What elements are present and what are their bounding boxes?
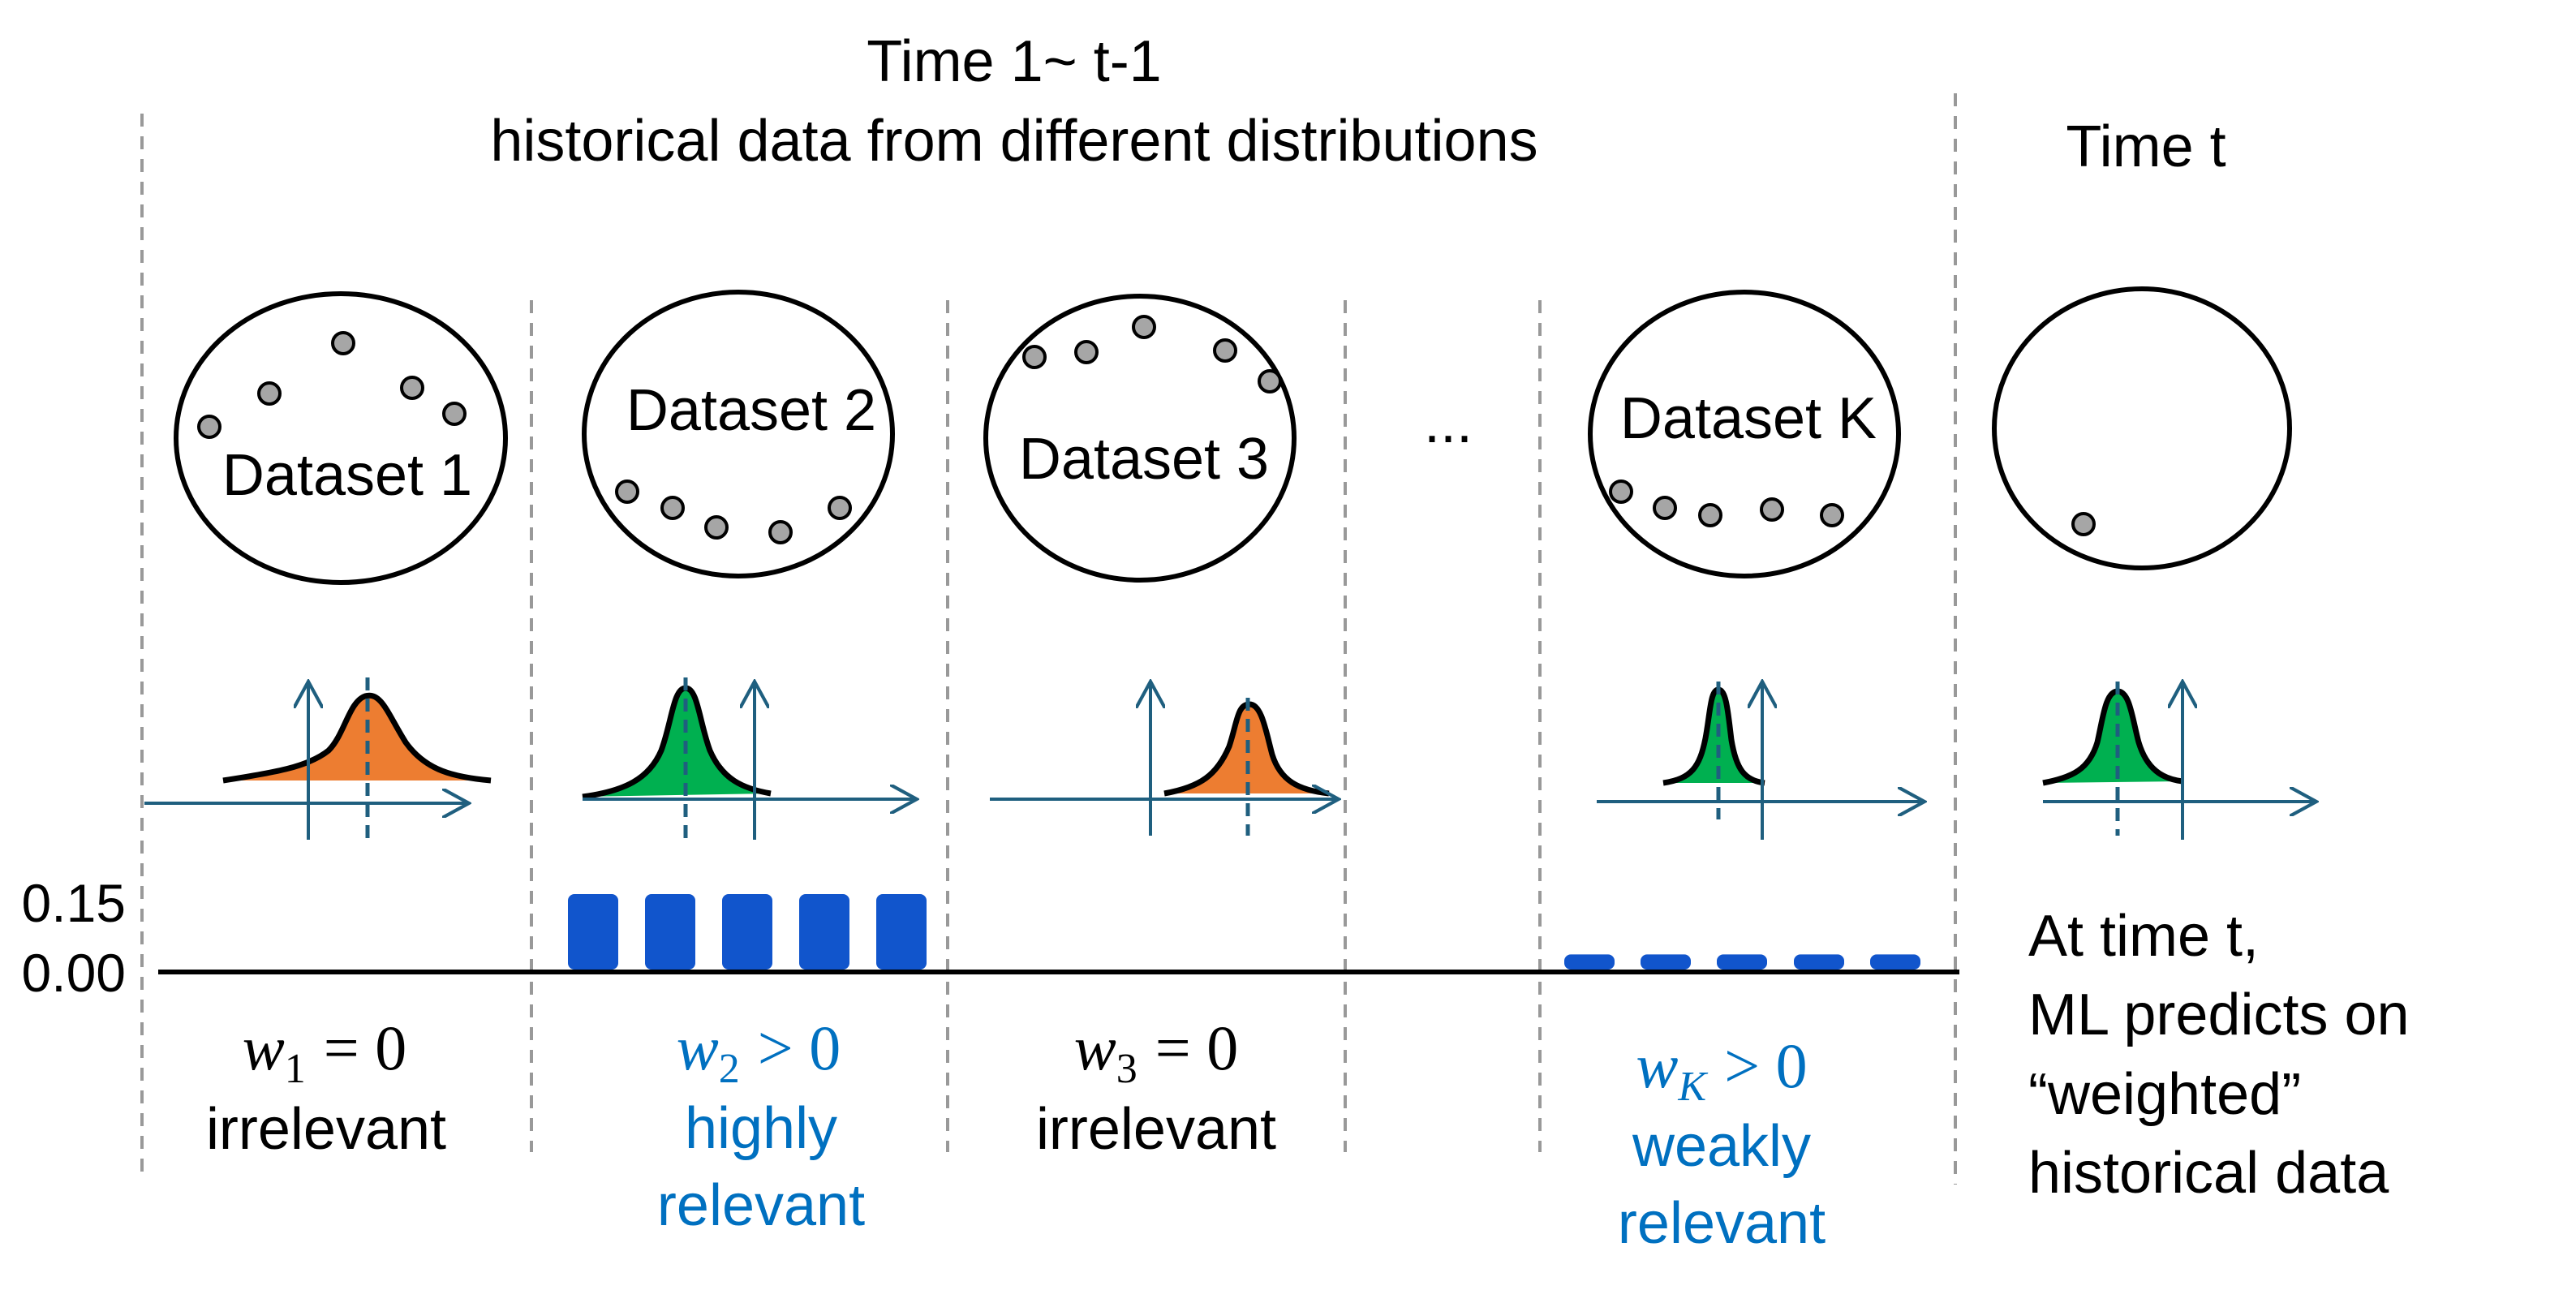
weight-bars [568,894,1920,970]
dataset-3-relevance: irrelevant [1036,1097,1276,1162]
weight-relation: > 0 [758,1013,841,1083]
weight-bar [722,894,772,970]
weight-label-3: w3 = 0 irrelevant [1036,1013,1276,1162]
weight-label-2: w2 > 0 highly relevant [657,1013,865,1238]
point [1609,479,1633,504]
dataset-k-circle [1588,290,1901,578]
dataset-circles [174,286,2292,585]
point [442,402,467,426]
distribution-plot-2 [582,677,917,840]
point [197,415,221,439]
weight-bar-chart: 0.15 0.00 [22,873,1959,1003]
dataset-3-name: Dataset 3 [1019,427,1269,492]
point [660,496,685,520]
distribution-curve-fill [583,688,771,797]
weight-subscript: 1 [285,1046,306,1092]
weight-relation: = 0 [1155,1013,1239,1083]
weight-subscript: K [1677,1064,1708,1110]
point [1820,503,1844,527]
weight-bar [1717,954,1767,970]
weight-bar [568,894,618,970]
weight-symbol: w [243,1013,285,1083]
weight-symbol: w [1636,1030,1678,1101]
dataset-2-relevance-line2: relevant [657,1173,865,1238]
weight-relation: > 0 [1724,1030,1808,1101]
distribution-plot-k [1597,682,1924,840]
point [828,496,852,520]
weight-formula: w3 = 0 [1074,1013,1239,1092]
weight-formula: wK > 0 [1636,1030,1807,1110]
point [1132,315,1156,339]
data-points [197,315,2096,544]
note-line-3: “weighted” [2028,1062,2301,1127]
note-line-1: At time t, [2028,904,2259,969]
point [615,479,639,504]
dataset-1-relevance: irrelevant [206,1097,446,1162]
weight-bar [1870,954,1920,970]
header-time-t: Time t [2066,114,2226,179]
point [1074,340,1099,364]
tick-label-0.15: 0.15 [22,873,126,933]
dataset-2-circle [582,290,895,578]
point [1213,338,1237,363]
dividers [140,93,1957,1185]
weight-formula: w2 > 0 [677,1013,841,1092]
point [331,331,355,355]
distribution-curve-fill [1663,690,1765,783]
dataset-k-relevance-line1: weakly [1632,1114,1811,1179]
distribution-curve-fill [223,695,491,781]
point [1698,503,1722,527]
point [704,515,729,540]
header-title-line1: Time 1~ t-1 [867,29,1161,94]
weight-relation: = 0 [324,1013,407,1083]
dataset-2-relevance-line1: highly [685,1096,837,1161]
dataset-1-circle [174,291,508,585]
weight-subscript: 2 [719,1046,740,1092]
weight-bar [799,894,849,970]
point [1653,496,1677,520]
distribution-plot-1 [144,677,492,840]
weight-label-1: w1 = 0 irrelevant [206,1013,446,1162]
time-t-circle [1992,286,2292,570]
point [400,376,424,400]
weight-bar [645,894,695,970]
distribution-curve-fill [2043,691,2183,783]
point [2071,512,2096,536]
point [1022,345,1047,369]
distribution-plot-time-t [2042,682,2316,840]
tick-label-0.00: 0.00 [22,943,126,1003]
weight-bar [1564,954,1615,970]
note-line-2: ML predicts on [2028,983,2410,1047]
weight-symbol: w [1074,1013,1116,1083]
distribution-curve [222,692,492,784]
time-t-note: At time t, ML predicts on “weighted” his… [2028,904,2410,1206]
dataset-3-circle [983,294,1297,583]
point [257,381,282,406]
distribution-plot-3 [990,682,1339,836]
note-line-4: historical data [2028,1141,2389,1206]
dataset-2-name: Dataset 2 [626,378,876,443]
point [1760,497,1784,522]
header-title-line2: historical data from different distribut… [490,109,1537,174]
dataset-1-name: Dataset 1 [222,443,472,508]
dataset-k-relevance-line2: relevant [1618,1191,1826,1256]
weight-bar [1794,954,1844,970]
weight-bar [876,894,927,970]
weight-symbol: w [677,1013,719,1083]
point [768,520,793,544]
dataset-k-name: Dataset K [1620,386,1877,451]
weight-subscript: 3 [1116,1046,1137,1092]
weight-bar [1641,954,1691,970]
weight-formula: w1 = 0 [243,1013,407,1092]
ellipsis-label: ... [1424,390,1473,455]
weight-label-k: wK > 0 weakly relevant [1618,1030,1826,1256]
point [1258,369,1282,393]
